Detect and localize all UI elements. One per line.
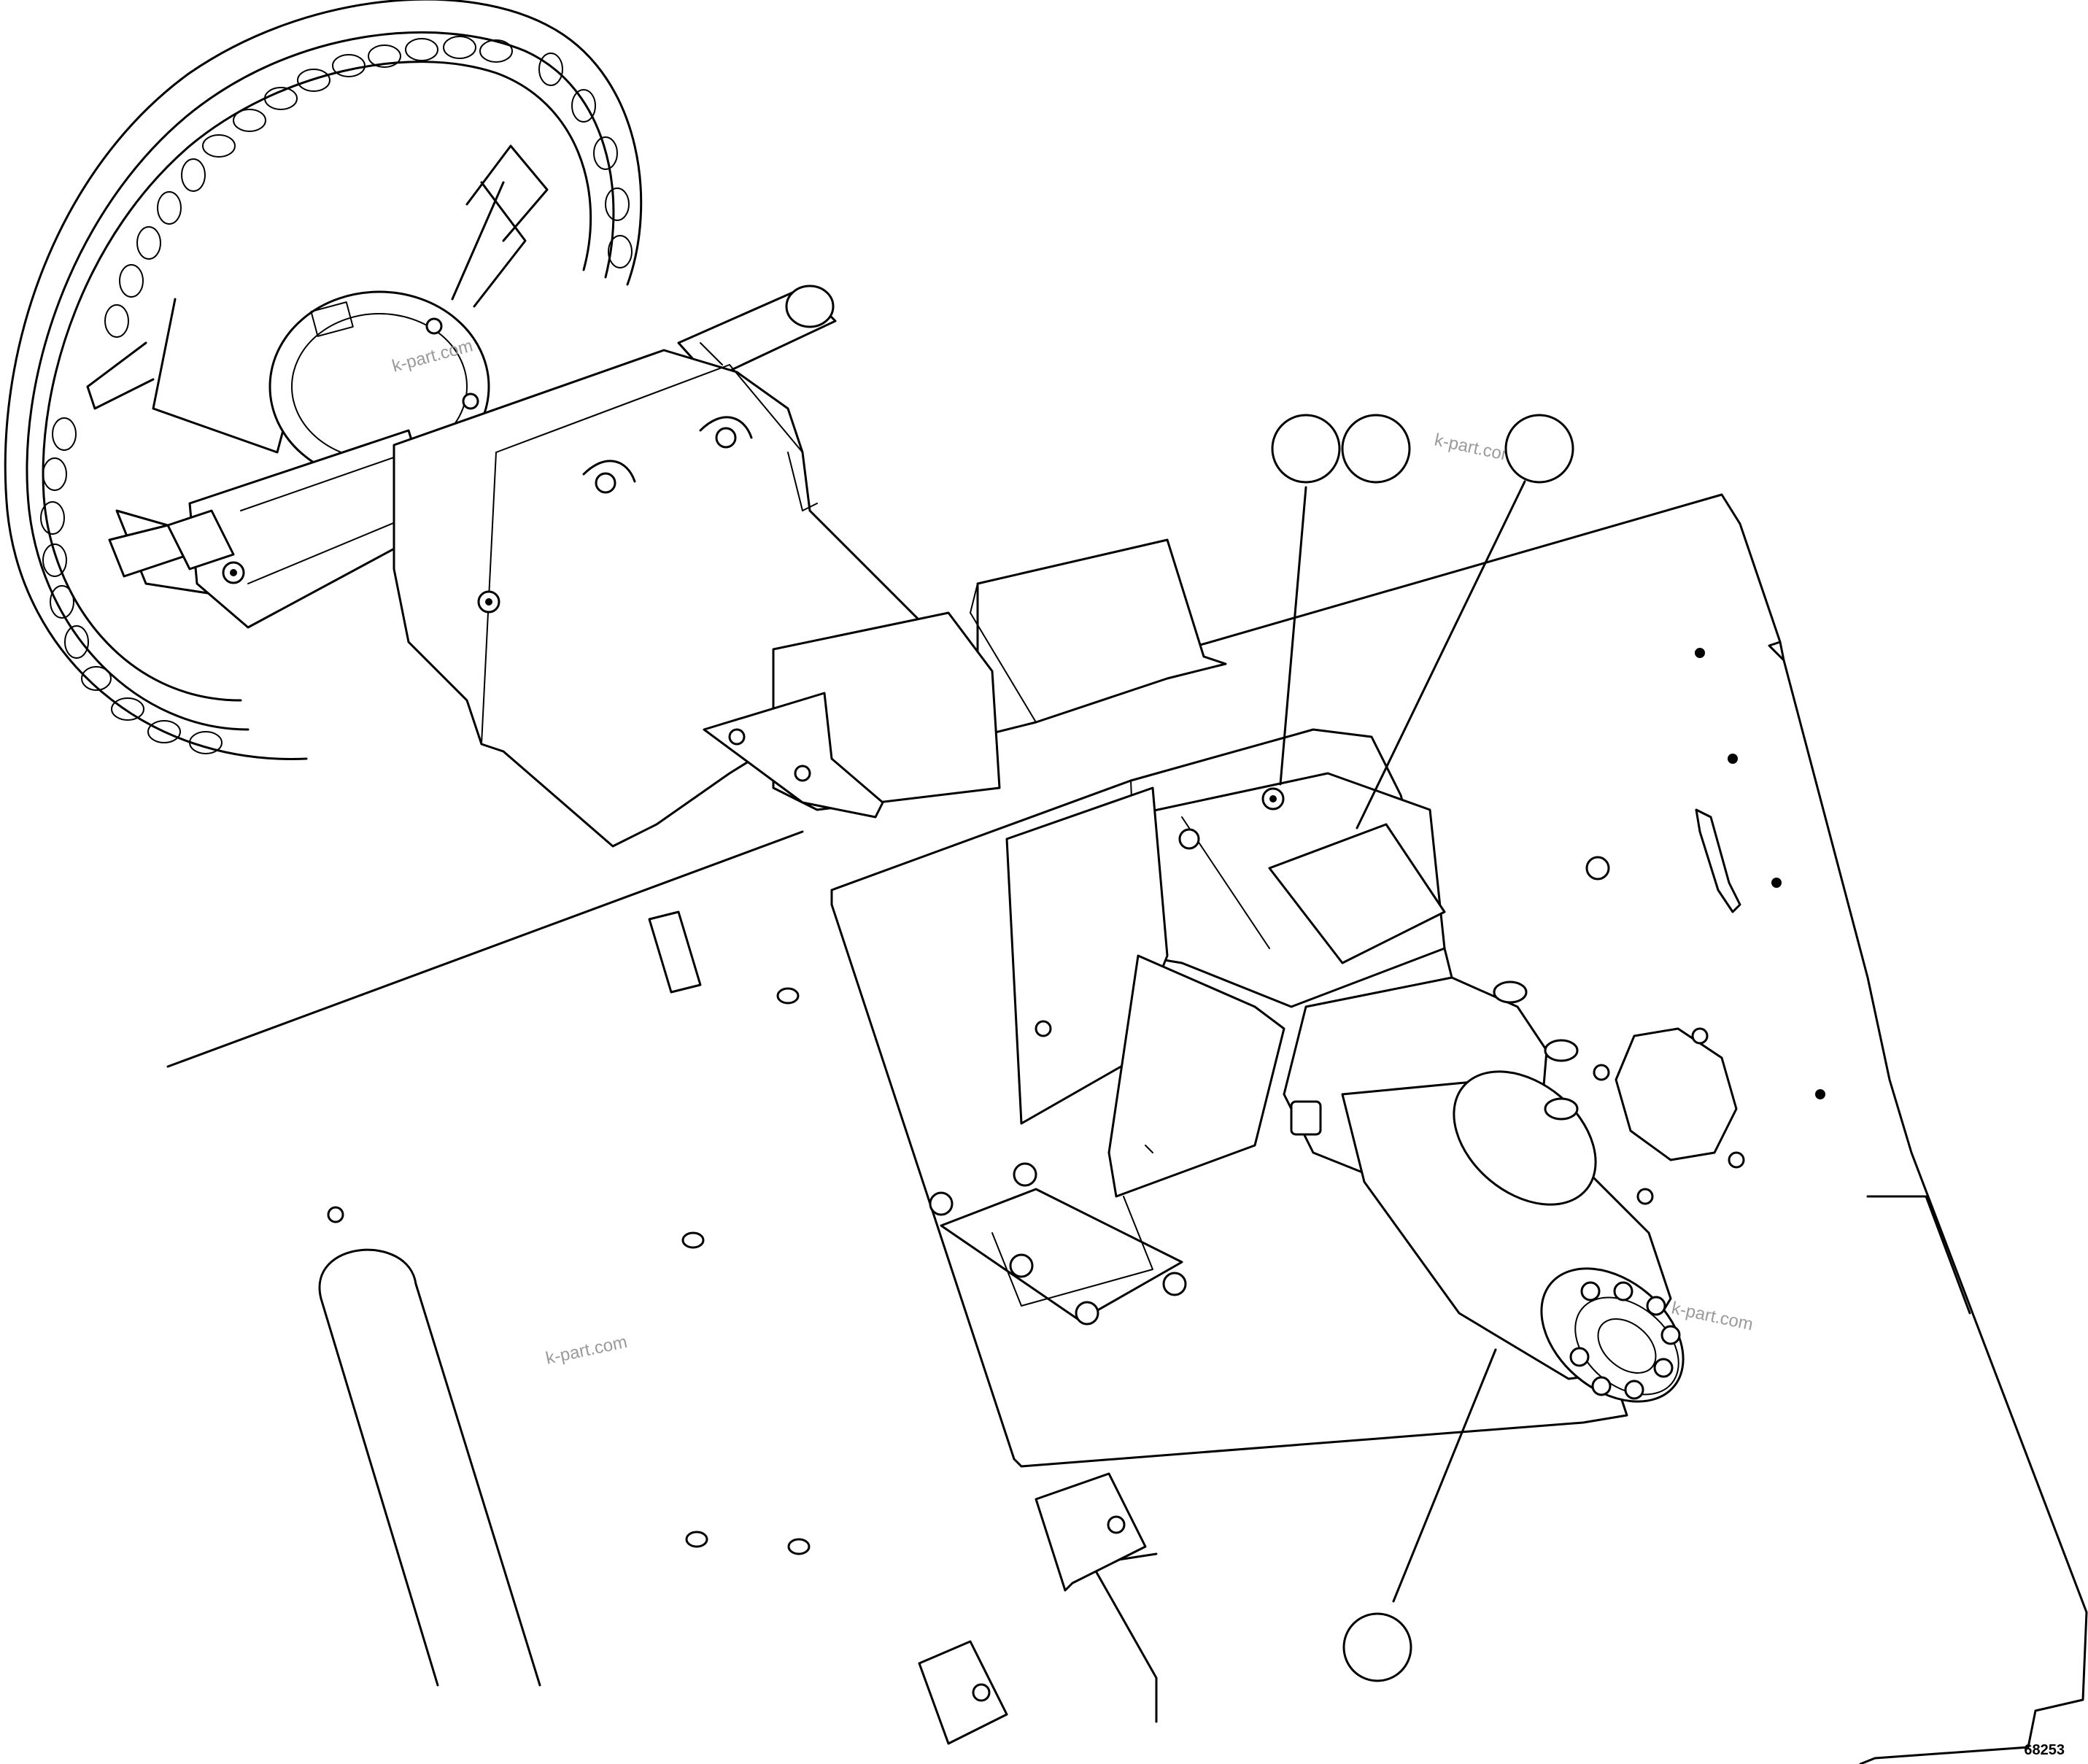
callout-circle-b <box>1341 414 1411 484</box>
frame-plate-right <box>943 493 2088 1764</box>
watermark-left: k-part.com <box>544 1332 629 1369</box>
callout-circle-c <box>1504 414 1574 484</box>
callout-circle-a <box>1271 414 1341 484</box>
leader-lines <box>1279 480 1526 1603</box>
pedestal-box <box>1005 772 1446 1198</box>
steering-wheel-holes <box>40 36 633 754</box>
left-plate-details: k-part.com <box>318 910 811 1687</box>
lower-tray <box>929 1162 1187 1326</box>
plate-details <box>1585 648 1825 1205</box>
column-mount-brackets <box>703 538 1227 819</box>
steering-wheel <box>4 0 643 760</box>
bottom-brackets <box>918 1472 1147 1745</box>
steering-unit: k-part.com <box>1283 976 1755 1403</box>
callout-circle-d <box>1342 1612 1412 1682</box>
turn-signal-lever <box>108 429 439 629</box>
watermark-motor: k-part.com <box>1670 1298 1755 1334</box>
figure-number: 68253 <box>2024 1742 2065 1758</box>
